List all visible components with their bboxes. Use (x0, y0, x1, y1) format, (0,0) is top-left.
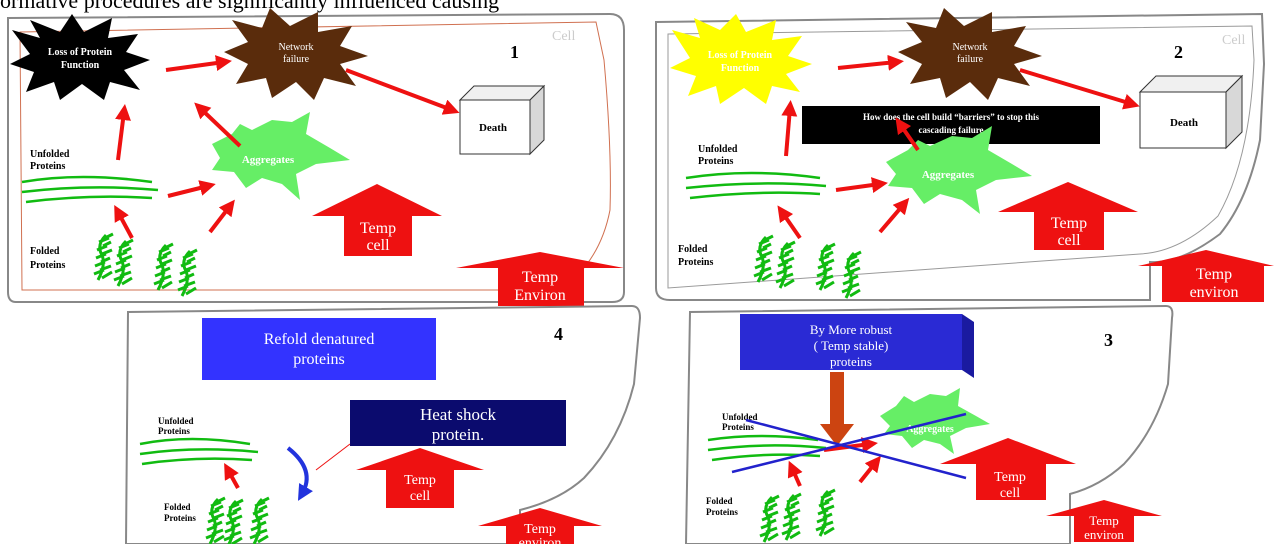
panel-2-number: 2 (1174, 42, 1183, 62)
panel-2-aggregates-label: Aggregates (922, 169, 975, 181)
panel-2-folded-line1: Folded (678, 244, 708, 255)
panel-2-temp-environ-arrow: Temp environ (1138, 250, 1274, 302)
panel-4-temp-environ-line2: environ (519, 536, 562, 544)
top-caption: ormative procedures are significantly in… (0, 0, 500, 13)
panel-2-unfolded-strands (685, 171, 827, 200)
panel-2-barrier-line1: How does the cell build “barriers” to st… (863, 112, 1039, 122)
panel-4-heat-shock-line2: protein. (432, 425, 484, 444)
panel-4-refold-line1: Refold denatured (264, 331, 375, 348)
panel-2-temp-cell-line2: cell (1057, 232, 1081, 249)
panel-1-network-line2: failure (283, 54, 310, 65)
panel-2-network-line2: failure (957, 54, 984, 65)
panel-1-temp-environ-arrow: Temp Environ (456, 252, 624, 306)
panel-2-arrows (777, 54, 1140, 240)
panel-1-unfolded-line1: Unfolded (30, 149, 70, 160)
panel-3-robust-line1: By More robust (810, 322, 893, 337)
panel-2-network-starburst (898, 8, 1042, 100)
panel-1-aggregates-label: Aggregates (242, 154, 295, 166)
panel-4-folded-line1: Folded (164, 502, 191, 512)
panel-3-temp-environ-arrow: Temp environ (1046, 500, 1162, 542)
panel-1: Cell 1 Loss of Protein Function Network … (7, 8, 625, 306)
panel-2-loss-line1: Loss of Protein (708, 50, 773, 61)
panel-3-robust-line3: proteins (830, 354, 872, 369)
panel-1-temp-cell-arrow: Temp cell (312, 184, 442, 256)
panel-2-unfolded-line2: Proteins (698, 156, 733, 167)
panel-2-barrier-line2: cascading failure (918, 125, 983, 135)
panel-4-refold-box (202, 318, 436, 380)
panel-1-temp-cell-line1: Temp (360, 220, 396, 237)
panel-4-temp-environ-line1: Temp (524, 522, 556, 537)
panel-3-block-cross (731, 412, 967, 480)
panel-2-unfolded-line1: Unfolded (698, 144, 738, 155)
panel-4-unfolded-line1: Unfolded (158, 416, 194, 426)
panel-4-temp-cell-line2: cell (410, 489, 430, 504)
panel-1-folded-line1: Folded (30, 246, 60, 257)
panel-4-temp-cell-arrow: Temp cell (356, 448, 484, 508)
panel-1-unfolded-strands (21, 175, 159, 204)
panel-3-unfolded-line2: Proteins (722, 422, 754, 432)
panel-2-folded-line2: Proteins (678, 257, 713, 268)
panel-3-unfolded-strands (707, 434, 827, 462)
panel-1-temp-environ-line2: Environ (514, 287, 566, 304)
panel-2-aggregates-shape (886, 126, 1032, 214)
panel-4: 4 Refold denatured proteins Heat shock p… (124, 304, 642, 544)
panel-1-loss-starburst (10, 14, 150, 100)
panel-3-robust-line2: ( Temp stable) (814, 338, 889, 353)
panel-1-network-line1: Network (279, 42, 314, 53)
panel-3-number: 3 (1104, 330, 1113, 350)
panel-4-heat-shock-line1: Heat shock (420, 405, 497, 424)
panel-1-number: 1 (510, 42, 519, 62)
panel-2-temp-environ-line2: environ (1190, 284, 1239, 301)
panel-3-temp-cell-arrow: Temp cell (940, 438, 1076, 501)
panel-2-network-line1: Network (953, 42, 988, 53)
panel-4-unfolded-strands (139, 437, 259, 466)
panel-3-temp-cell-line2: cell (1000, 486, 1020, 501)
panel-1-loss-line2: Function (61, 60, 100, 71)
panel-1-death-label: Death (479, 122, 507, 134)
panel-2-temp-cell-line1: Temp (1051, 215, 1087, 232)
panel-4-up-arrow (224, 463, 240, 489)
panel-1-loss-line1: Loss of Protein (48, 47, 113, 58)
panel-1-folded-line2: Proteins (30, 260, 65, 271)
panel-1-death-cube: Death (458, 84, 546, 156)
panel-3-down-arrow (820, 372, 854, 446)
panel-1-cell-label: Cell (552, 29, 575, 44)
panel-1-temp-cell-line2: cell (366, 237, 390, 254)
panel-1-network-starburst (224, 8, 368, 100)
panel-4-temp-cell-line1: Temp (404, 473, 436, 488)
panel-3-folded-line2: Proteins (706, 507, 738, 517)
panel-2-death-label: Death (1170, 117, 1198, 129)
panel-3: 3 By More robust ( Temp stable) proteins… (684, 304, 1174, 544)
panel-2-cell-label: Cell (1222, 33, 1245, 48)
panel-2-loss-line2: Function (721, 63, 760, 74)
panel-1-arrows (114, 55, 460, 239)
panel-1-unfolded-line2: Proteins (30, 161, 65, 172)
panel-3-temp-cell-line1: Temp (994, 470, 1026, 485)
panel-3-aggregates-label: Aggregates (906, 424, 954, 435)
panel-4-refold-line2: proteins (293, 351, 345, 368)
panel-4-folded-line2: Proteins (164, 513, 196, 523)
panel-2: Cell 2 Loss of Protein Function Network … (655, 8, 1274, 302)
panel-4-heat-shock-box (350, 400, 566, 446)
panel-2-cell-membrane (667, 25, 1255, 289)
panel-1-aggregates-shape (212, 112, 350, 200)
panel-2-temp-environ-line1: Temp (1196, 266, 1232, 283)
panel-4-heat-shock-pointer (315, 443, 351, 471)
panel-3-robust-box: By More robust ( Temp stable) proteins (740, 314, 974, 378)
panel-3-folded-line1: Folded (706, 496, 733, 506)
panel-1-temp-environ-line1: Temp (522, 269, 558, 286)
panel-3-temp-environ-line2: environ (1084, 527, 1124, 542)
panel-3-temp-environ-line1: Temp (1089, 513, 1118, 528)
panel-4-unfolded-line2: Proteins (158, 426, 190, 436)
panel-4-refold-curved-arrow (286, 446, 313, 501)
panel-2-temp-cell-arrow: Temp cell (998, 182, 1138, 250)
panel-3-unfolded-line1: Unfolded (722, 412, 758, 422)
panel-2-death-cube: Death (1138, 74, 1244, 150)
panel-2-loss-starburst (670, 14, 812, 104)
panel-4-number: 4 (554, 324, 563, 344)
panel-4-temp-environ-arrow: Temp environ (478, 508, 602, 544)
